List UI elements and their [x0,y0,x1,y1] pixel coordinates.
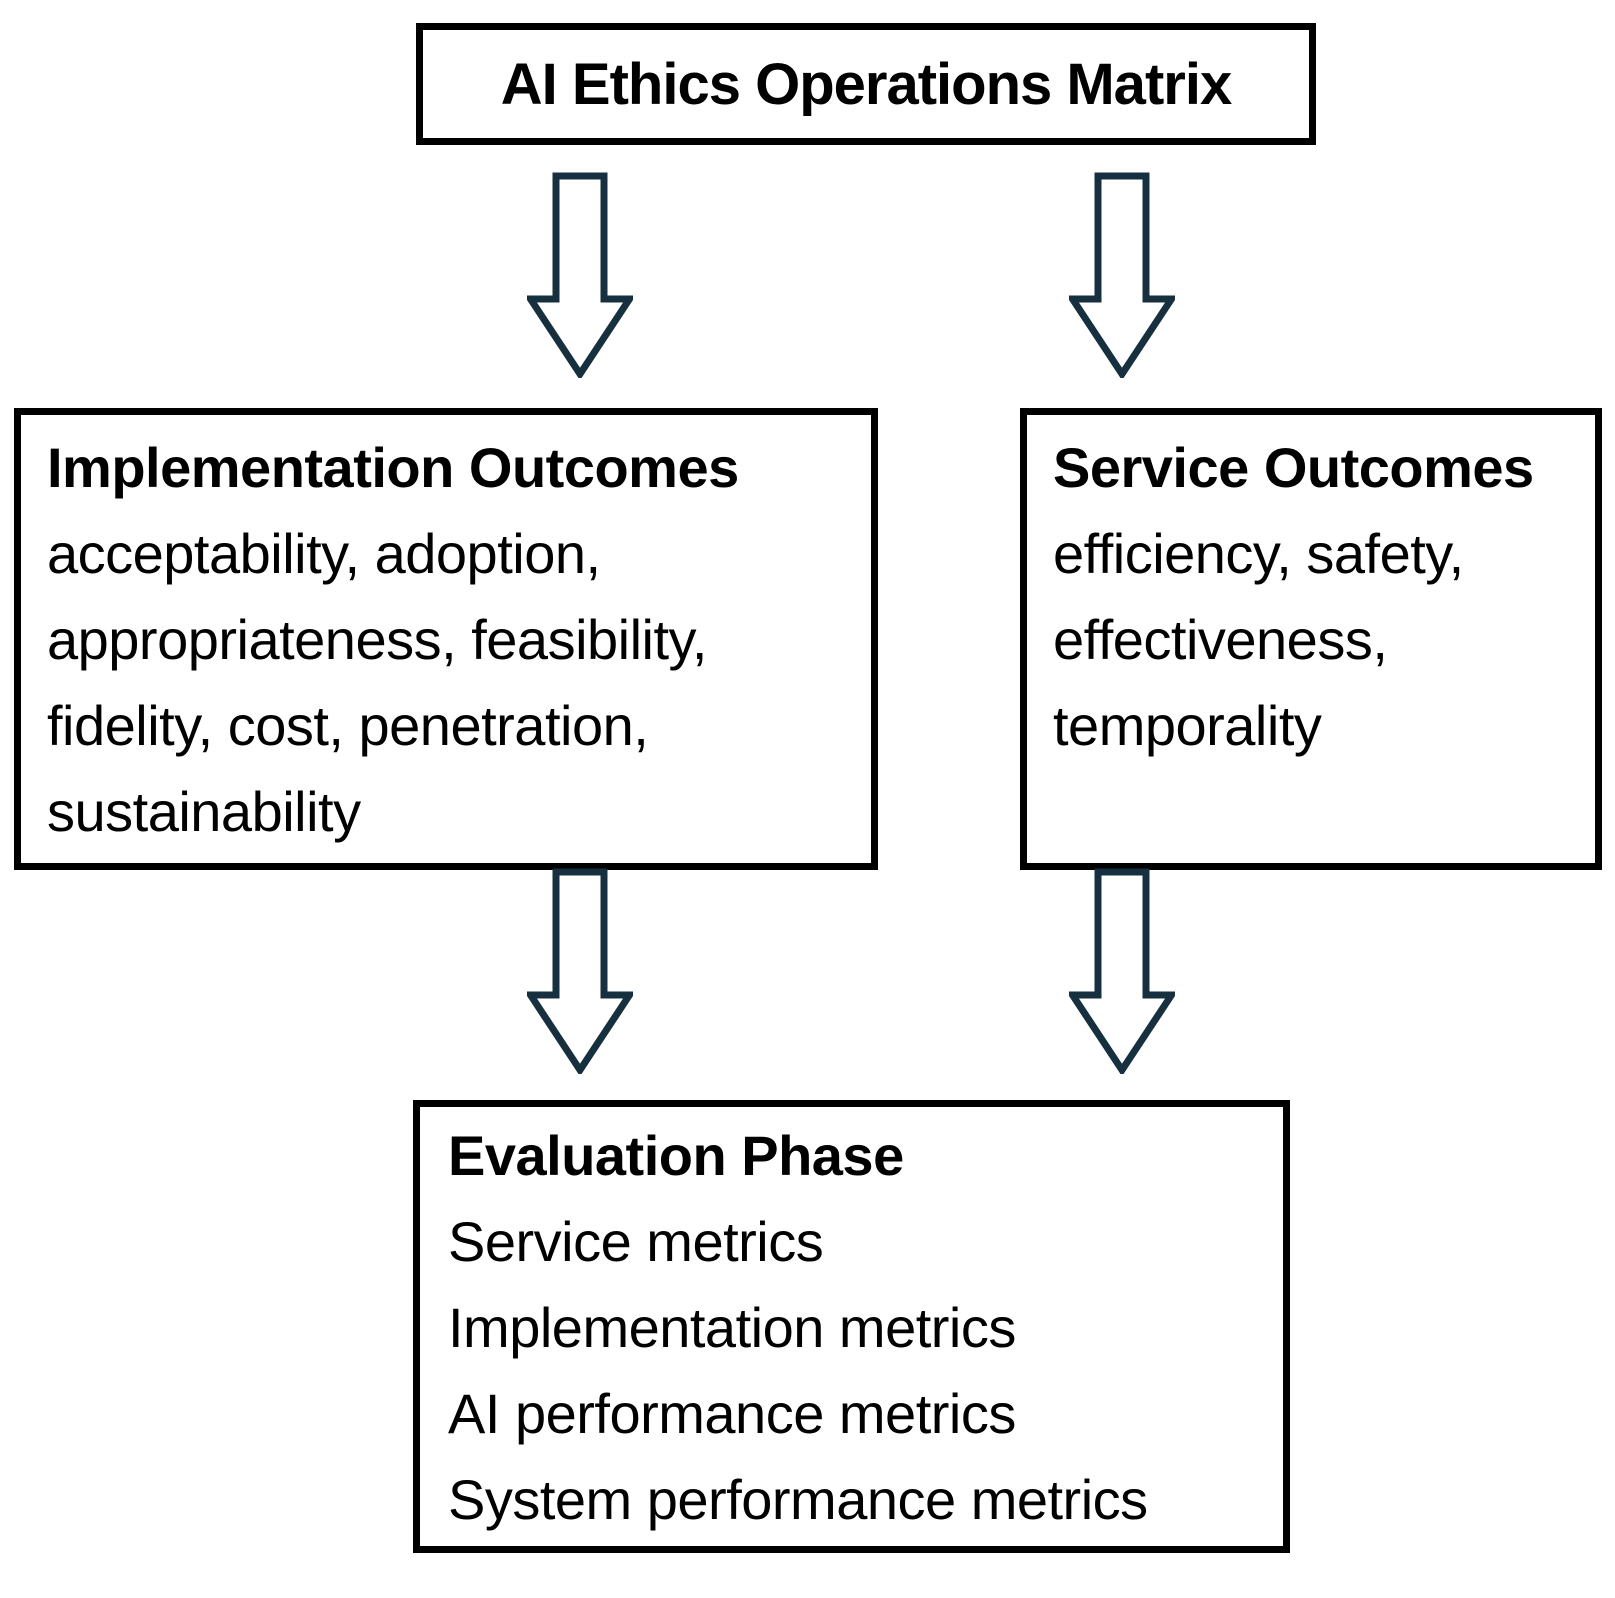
down-arrow-icon [1069,868,1175,1074]
implementation-outcomes-line: sustainability [47,780,361,843]
service-outcomes-line: temporality [1053,694,1322,757]
down-arrow-icon [527,172,633,378]
evaluation-phase-title: Evaluation Phase [448,1124,904,1187]
implementation-outcomes-line: acceptability, adoption, [47,522,601,585]
title-box: AI Ethics Operations Matrix [416,23,1316,145]
implementation-outcomes-box: Implementation Outcomes acceptability, a… [14,408,878,870]
down-arrow-icon [1069,172,1175,378]
evaluation-phase-box: Evaluation Phase Service metrics Impleme… [413,1100,1290,1553]
evaluation-phase-line: System performance metrics [448,1468,1148,1531]
page-title: AI Ethics Operations Matrix [500,51,1232,117]
implementation-outcomes-line: fidelity, cost, penetration, [47,694,649,757]
evaluation-phase-line: Service metrics [448,1210,824,1273]
down-arrow-icon [527,868,633,1074]
implementation-outcomes-line: appropriateness, feasibility, [47,608,707,671]
implementation-outcomes-title: Implementation Outcomes [47,436,739,499]
service-outcomes-title: Service Outcomes [1053,436,1534,499]
evaluation-phase-line: AI performance metrics [448,1382,1016,1445]
service-outcomes-line: efficiency, safety, [1053,522,1464,585]
evaluation-phase-line: Implementation metrics [448,1296,1016,1359]
service-outcomes-line: effectiveness, [1053,608,1388,671]
service-outcomes-box: Service Outcomes efficiency, safety, eff… [1020,408,1602,870]
